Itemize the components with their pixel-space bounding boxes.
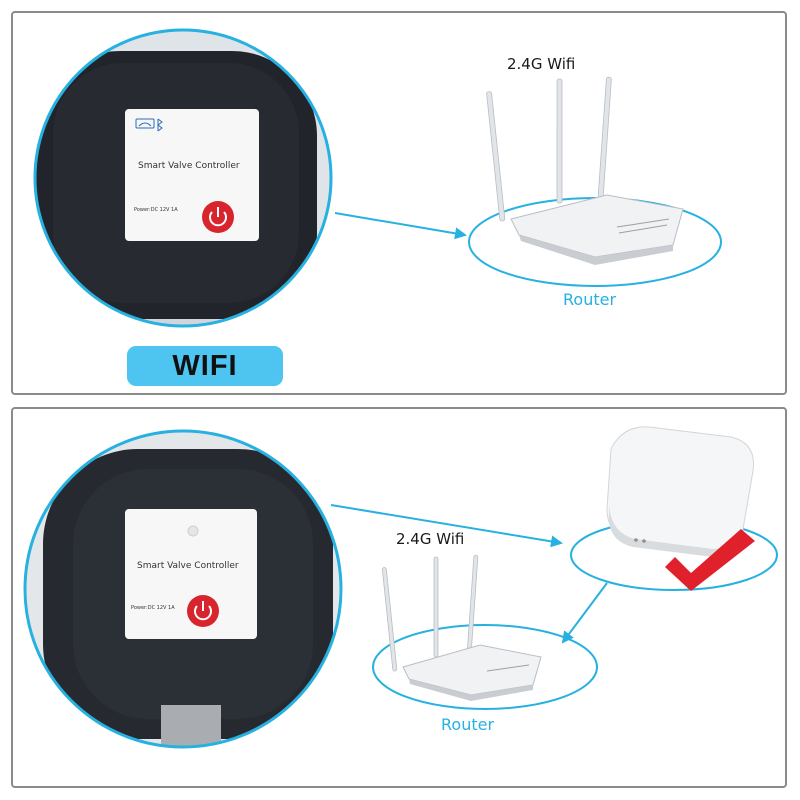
router-label: Router	[563, 290, 617, 309]
wifi-icon	[135, 118, 155, 129]
device-label-plate	[125, 509, 257, 639]
valve-controller-closeup	[33, 28, 333, 328]
bottom-panel-gateway-mode: Smart Valve Controller Power:DC 12V 1A 2…	[11, 407, 787, 788]
power-rating-text: Power:DC 12V 1A	[134, 207, 178, 213]
device-label-text: Smart Valve Controller	[138, 161, 240, 171]
top-panel-illustration	[33, 28, 722, 328]
device-label-plate	[125, 109, 259, 241]
router-icon	[486, 76, 684, 265]
checkmark-icon	[665, 529, 755, 591]
connection-arrow-icon	[330, 504, 563, 548]
bottom-panel-illustration	[23, 426, 778, 749]
connection-arrow-icon	[561, 582, 608, 644]
router-label: Router	[441, 715, 495, 734]
device-label-text: Smart Valve Controller	[137, 561, 239, 571]
top-panel-wifi-mode: Smart Valve Controller Power:DC 12V 1A 2…	[11, 11, 787, 395]
wifi-band-label: 2.4G Wifi	[396, 530, 465, 548]
router-ring	[372, 624, 598, 710]
valve-controller-closeup	[23, 429, 343, 749]
gateway-hub-icon	[606, 426, 755, 557]
bluetooth-icon	[157, 118, 163, 132]
router-icon	[381, 554, 542, 701]
mode-badge-wifi: WIFI	[127, 346, 283, 386]
connection-arrow-icon	[334, 212, 467, 240]
wifi-band-label: 2.4G Wifi	[507, 55, 576, 73]
power-icon	[187, 595, 219, 627]
power-rating-text: Power:DC 12V 1A	[131, 605, 175, 611]
led-indicator-icon	[187, 525, 199, 537]
power-icon	[202, 201, 234, 233]
